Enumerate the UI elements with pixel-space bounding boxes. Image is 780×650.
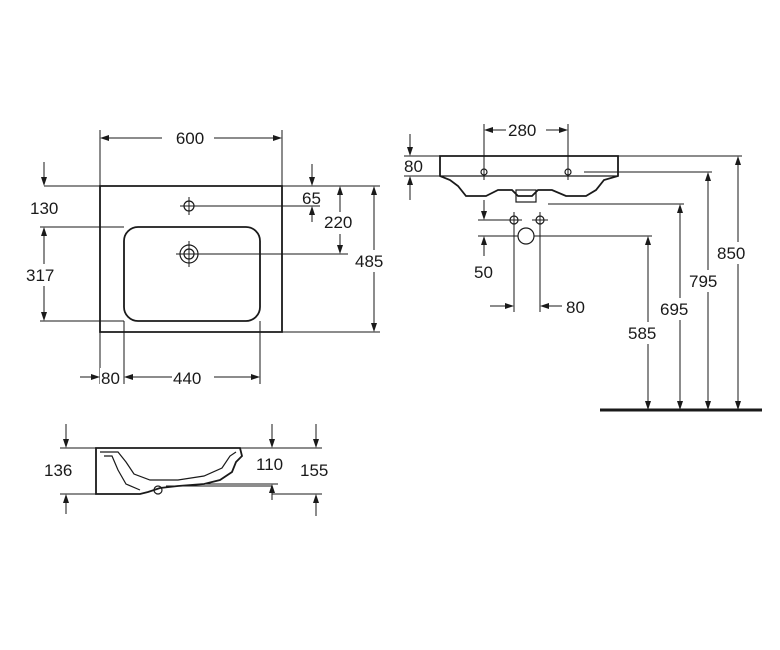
dim-bowl-depth: 110 xyxy=(256,455,283,474)
side-section: 136 110 155 xyxy=(44,424,328,516)
dim-overflow-height: 155 xyxy=(300,461,328,480)
dim-left-margin: 80 xyxy=(101,369,120,388)
front-view: 280 80 50 80 xyxy=(404,120,762,412)
dim-rim-height: 80 xyxy=(404,157,423,176)
dim-valve-height: 695 xyxy=(660,300,688,319)
dim-overall-height: 136 xyxy=(44,461,72,480)
dim-depth: 485 xyxy=(355,252,383,271)
waste-pipe xyxy=(517,227,535,245)
dim-width: 600 xyxy=(176,129,204,148)
dim-tap-to-drain: 220 xyxy=(324,213,352,232)
dim-outlet-height: 585 xyxy=(628,324,656,343)
dim-drain-height: 795 xyxy=(689,272,717,291)
dim-bowl-width: 440 xyxy=(173,369,201,388)
dim-tap-spacing: 280 xyxy=(508,121,536,140)
bowl-outline xyxy=(123,226,261,322)
front-basin xyxy=(439,155,619,197)
dim-bowl-height: 317 xyxy=(26,266,54,285)
top-view: 600 130 317 65 220 4 xyxy=(22,128,398,388)
dim-pipe-spacing: 80 xyxy=(566,298,585,317)
dim-total-height: 850 xyxy=(717,244,745,263)
dim-tap-offset: 130 xyxy=(30,199,58,218)
dim-tap-to-edge: 65 xyxy=(302,189,321,208)
dim-pipe-offset: 50 xyxy=(474,263,493,282)
waste-trap xyxy=(515,189,537,203)
